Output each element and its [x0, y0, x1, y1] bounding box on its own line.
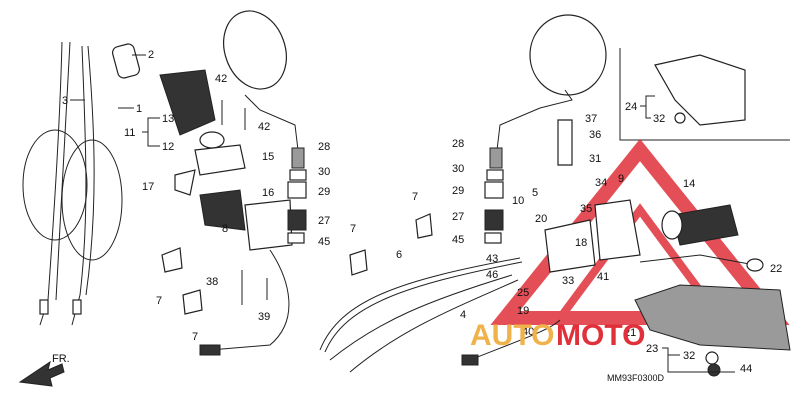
callout-3: 3 — [62, 95, 68, 107]
watermark-word-3: HUB — [712, 319, 777, 352]
callout-17: 17 — [142, 181, 154, 193]
callout-42a: 42 — [215, 73, 227, 85]
connector-right — [461, 354, 479, 366]
callout-45a: 45 — [318, 236, 330, 248]
watermark-word-1: AUTO — [470, 319, 554, 352]
callout-18: 18 — [575, 237, 587, 249]
callout-1: 1 — [136, 103, 142, 115]
callout-27b: 27 — [452, 211, 464, 223]
callout-7a: 7 — [156, 295, 162, 307]
right-grip — [661, 204, 739, 246]
callout-7b: 7 — [192, 331, 198, 343]
callout-38: 38 — [206, 276, 218, 288]
callout-labels: 2 3 1 11 13 12 42 42 28 15 30 29 17 16 2… — [62, 49, 782, 375]
callout-33: 33 — [562, 275, 574, 287]
clamp-7d — [415, 213, 433, 239]
callout-10: 10 — [512, 195, 524, 207]
handguard-panel-divider — [619, 48, 790, 141]
callout-41: 41 — [597, 271, 609, 283]
callout-7c: 7 — [350, 223, 356, 235]
callout-15: 15 — [262, 151, 274, 163]
callout-2: 2 — [148, 49, 154, 61]
mirror-left — [223, 10, 307, 244]
switch-harness-right — [469, 319, 561, 361]
switch-housing-lower — [199, 189, 246, 231]
handlebar-switch-right — [594, 199, 641, 261]
callout-23: 23 — [646, 343, 658, 355]
callout-30a: 30 — [318, 166, 330, 178]
callout-6: 6 — [396, 249, 402, 261]
callout-9: 9 — [618, 173, 624, 185]
callout-46: 46 — [486, 269, 498, 281]
callout-45b: 45 — [452, 234, 464, 246]
brake-lever — [639, 254, 756, 266]
connector-left — [199, 344, 221, 356]
callout-22: 22 — [770, 263, 782, 275]
callout-27a: 27 — [318, 215, 330, 227]
cable-6 — [319, 257, 521, 351]
throttle-cables — [22, 41, 123, 326]
callout-11: 11 — [124, 127, 135, 139]
callout-43: 43 — [486, 253, 498, 265]
throttle-grip — [159, 69, 225, 149]
clamp-7c — [349, 249, 368, 276]
callout-5: 5 — [532, 187, 538, 199]
front-direction-arrow — [18, 360, 65, 387]
callout-32a: 32 — [653, 113, 665, 125]
switch-harness-left — [209, 249, 290, 351]
callout-29a: 29 — [318, 186, 330, 198]
nut-44 — [707, 363, 721, 377]
callout-7d: 7 — [412, 191, 418, 203]
hand-guard-inset — [654, 54, 746, 126]
callout-21: 21 — [624, 327, 636, 339]
callout-13: 13 — [162, 113, 174, 125]
callout-36: 36 — [589, 129, 601, 141]
callout-31: 31 — [589, 153, 601, 165]
housing-upper-left — [194, 144, 246, 176]
callout-35: 35 — [580, 203, 592, 215]
callout-19: 19 — [517, 305, 529, 317]
bolt-37-31 — [557, 119, 573, 166]
nut-32 — [705, 351, 719, 365]
handlebar-switch-left — [244, 199, 293, 251]
nut-32-inset — [674, 112, 686, 124]
callout-24: 24 — [625, 101, 637, 113]
hand-guard-right — [634, 284, 791, 351]
callout-39: 39 — [258, 311, 270, 323]
callout-28a: 28 — [318, 141, 330, 153]
callout-29b: 29 — [452, 185, 464, 197]
callout-30b: 30 — [452, 163, 464, 175]
callout-34: 34 — [595, 177, 607, 189]
callout-12: 12 — [162, 141, 174, 153]
grip-end-part — [111, 43, 141, 79]
callout-20: 20 — [535, 213, 547, 225]
callout-44: 44 — [740, 363, 752, 375]
callout-28b: 28 — [452, 138, 464, 150]
clamp-7b — [182, 289, 203, 315]
callout-16: 16 — [262, 187, 274, 199]
callout-8: 8 — [222, 223, 228, 235]
master-cylinder — [544, 219, 596, 273]
callout-32b: 32 — [683, 350, 695, 362]
callout-37: 37 — [585, 113, 597, 125]
mirror-right — [484, 14, 607, 244]
callout-40: 40 — [522, 326, 534, 338]
front-direction-label: FR. — [52, 353, 70, 365]
callout-25: 25 — [517, 287, 529, 299]
clamp-7a — [161, 247, 183, 273]
diagram-code: MM93F0300D — [607, 373, 665, 383]
callout-42b: 42 — [258, 121, 270, 133]
cable-4 — [329, 274, 513, 361]
watermark-text: AUTO MOTO HUB — [470, 319, 777, 352]
callout-4: 4 — [460, 309, 466, 321]
bracket-left — [174, 169, 196, 196]
watermark-word-2: MOTO — [556, 319, 645, 352]
callout-14: 14 — [683, 178, 695, 190]
